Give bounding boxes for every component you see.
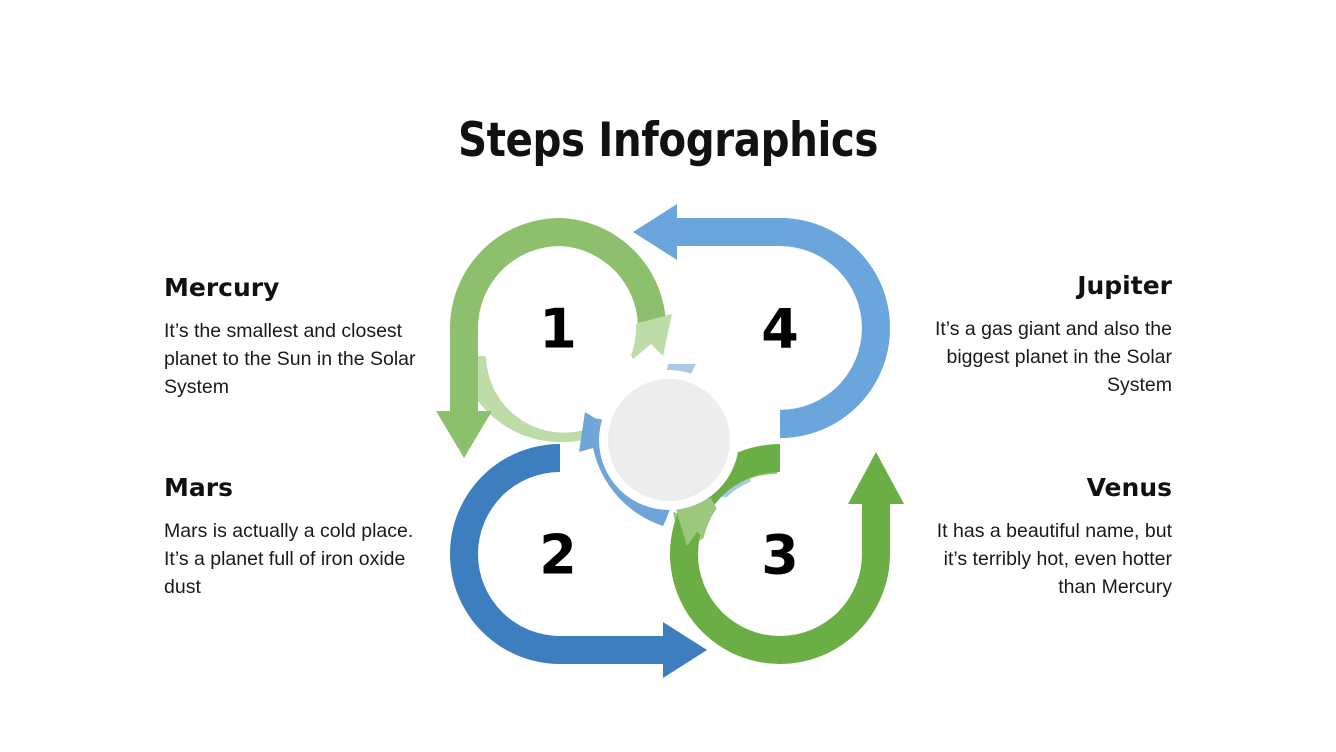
page-title: Steps Infographics bbox=[457, 113, 879, 169]
heading-venus: Venus bbox=[1086, 473, 1172, 502]
step-2-arrow-head bbox=[663, 622, 707, 678]
body-mercury: It’s the smallest and closest planet to … bbox=[164, 319, 416, 399]
step-1-inner-arrowhead bbox=[621, 314, 672, 359]
body-venus: It has a beautiful name, but it’s terrib… bbox=[936, 519, 1172, 599]
step-1-circle bbox=[480, 250, 636, 406]
step-2-number: 2 bbox=[539, 524, 577, 587]
text-block-mars: Mars Mars is actually a cold place. It’s… bbox=[164, 473, 424, 602]
heading-jupiter: Jupiter bbox=[1077, 271, 1172, 300]
body-mars: Mars is actually a cold place. It’s a pl… bbox=[164, 519, 414, 599]
step-4-arc-body bbox=[780, 218, 890, 438]
step-4-circle bbox=[702, 250, 858, 406]
text-block-jupiter: Jupiter It’s a gas giant and also the bi… bbox=[912, 271, 1172, 400]
step-3-number: 3 bbox=[761, 524, 799, 587]
text-block-mercury: Mercury It’s the smallest and closest pl… bbox=[164, 273, 424, 402]
step-group-3[interactable]: 3 bbox=[670, 444, 904, 664]
step-2-circle bbox=[480, 476, 636, 632]
body-jupiter: It’s a gas giant and also the biggest pl… bbox=[934, 317, 1172, 397]
heading-mars: Mars bbox=[164, 473, 233, 502]
step-4-arrow-shaft bbox=[670, 218, 782, 246]
step-1-number: 1 bbox=[539, 298, 577, 361]
steps-cycle-diagram: 1 4 bbox=[425, 196, 915, 686]
step-3-arrow-head bbox=[848, 452, 904, 504]
step-1-arc-body bbox=[450, 218, 560, 418]
step-1-arc bbox=[560, 218, 666, 326]
step-2-arc bbox=[450, 444, 560, 664]
step-4-number: 4 bbox=[761, 298, 799, 361]
center-hub bbox=[608, 379, 730, 501]
step-2-arrow-shaft bbox=[558, 636, 670, 664]
step-3-circle bbox=[702, 476, 858, 632]
step-4-arrow-head bbox=[633, 204, 677, 260]
heading-mercury: Mercury bbox=[164, 273, 280, 302]
step-1-arrow-tail bbox=[436, 411, 492, 458]
text-block-venus: Venus It has a beautiful name, but it’s … bbox=[912, 473, 1172, 602]
